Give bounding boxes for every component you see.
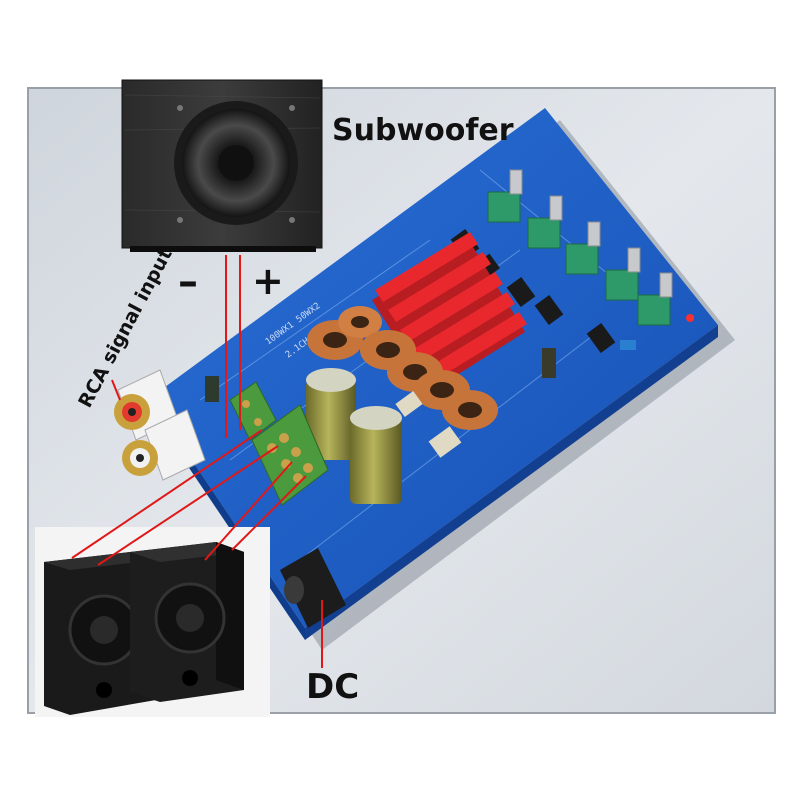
right-bookshelf-speaker xyxy=(130,542,244,702)
subwoofer-cabinet xyxy=(121,79,323,252)
led xyxy=(686,314,694,322)
bookshelf-speakers-inset xyxy=(35,527,270,717)
dc-label: DC xyxy=(306,667,360,707)
dc-jack xyxy=(280,548,346,628)
capacitors xyxy=(205,348,556,504)
small-components xyxy=(395,340,636,458)
minus-label: – xyxy=(178,259,198,305)
subwoofer-label: Subwoofer xyxy=(332,113,514,148)
rca-jacks xyxy=(114,369,206,481)
subwoofer-terminal xyxy=(229,381,277,441)
inductors xyxy=(307,306,498,430)
potentiometers xyxy=(487,169,673,326)
plus-label: + xyxy=(252,259,284,303)
pointer-lines xyxy=(71,255,323,668)
